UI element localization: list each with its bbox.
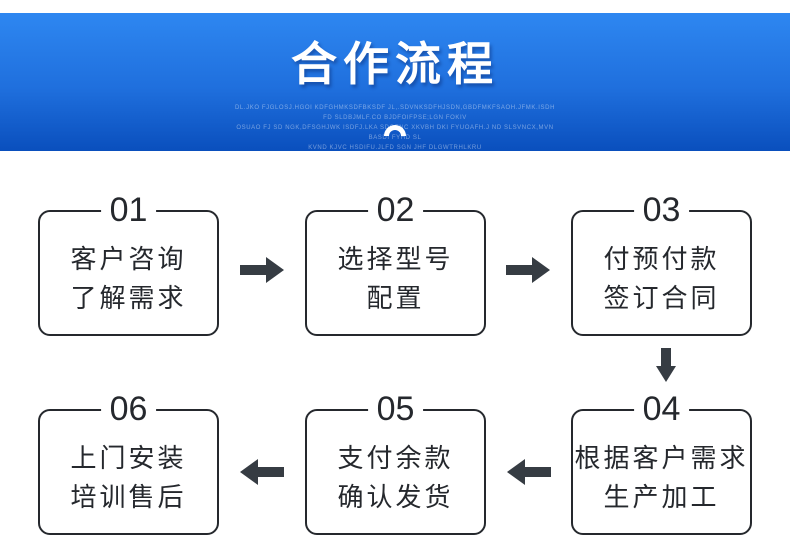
flow-step-06: 06 上门安装 培训售后	[38, 391, 219, 535]
step-text-line2: 了解需求	[70, 283, 187, 313]
arrow-left-icon	[240, 459, 284, 485]
flow-step-04: 04 根据客户需求 生产加工	[571, 391, 752, 535]
step-text-line1: 付预付款	[603, 244, 720, 274]
step-number: 01	[100, 192, 157, 229]
step-text-line2: 签订合同	[603, 283, 720, 313]
step-number: 02	[367, 192, 424, 229]
flow-step-02: 02 选择型号 配置	[305, 192, 486, 336]
banner: 合作流程 DL.JKO FJGLOSJ.HGOI KDFGHMKSDFBKSDF…	[0, 13, 790, 161]
arrow-right-icon	[506, 257, 550, 283]
step-text-line1: 支付余款	[337, 443, 454, 473]
step-number: 04	[633, 391, 690, 428]
step-number: 06	[100, 391, 157, 428]
arrow-left-icon	[507, 459, 551, 485]
step-text-line2: 确认发货	[337, 482, 454, 512]
step-text-line2: 配置	[366, 283, 425, 313]
banner-subtitle-line: DL.JKO FJGLOSJ.HGOI KDFGHMKSDFBKSDF JL,.…	[234, 105, 556, 121]
step-number: 03	[633, 192, 690, 229]
step-text: 支付余款 确认发货	[337, 439, 453, 517]
step-text: 根据客户需求 生产加工	[574, 439, 748, 517]
step-text-line1: 选择型号	[337, 244, 454, 274]
step-text: 选择型号 配置	[337, 240, 453, 318]
flow-step-01: 01 客户咨询 了解需求	[38, 192, 219, 336]
step-text: 客户咨询 了解需求	[70, 240, 186, 318]
flow-step-03: 03 付预付款 签订合同	[571, 192, 752, 336]
step-text-line1: 根据客户需求	[574, 443, 749, 473]
step-number: 05	[367, 391, 424, 428]
step-text: 上门安装 培训售后	[70, 439, 186, 517]
step-text-line1: 客户咨询	[70, 244, 187, 274]
page-title: 合作流程	[291, 38, 499, 90]
arrow-right-icon	[240, 257, 284, 283]
step-text-line2: 培训售后	[70, 482, 187, 512]
step-text-line1: 上门安装	[70, 443, 187, 473]
banner-subtitle-line: KVND KJVC HSDIFU.JLFD SGN JHF DLGWTRHLKR…	[275, 145, 515, 161]
arrow-down-icon	[656, 348, 676, 382]
step-text: 付预付款 签订合同	[603, 240, 719, 318]
flow-step-05: 05 支付余款 确认发货	[305, 391, 486, 535]
half-ring-icon	[384, 125, 406, 136]
step-text-line2: 生产加工	[603, 482, 720, 512]
